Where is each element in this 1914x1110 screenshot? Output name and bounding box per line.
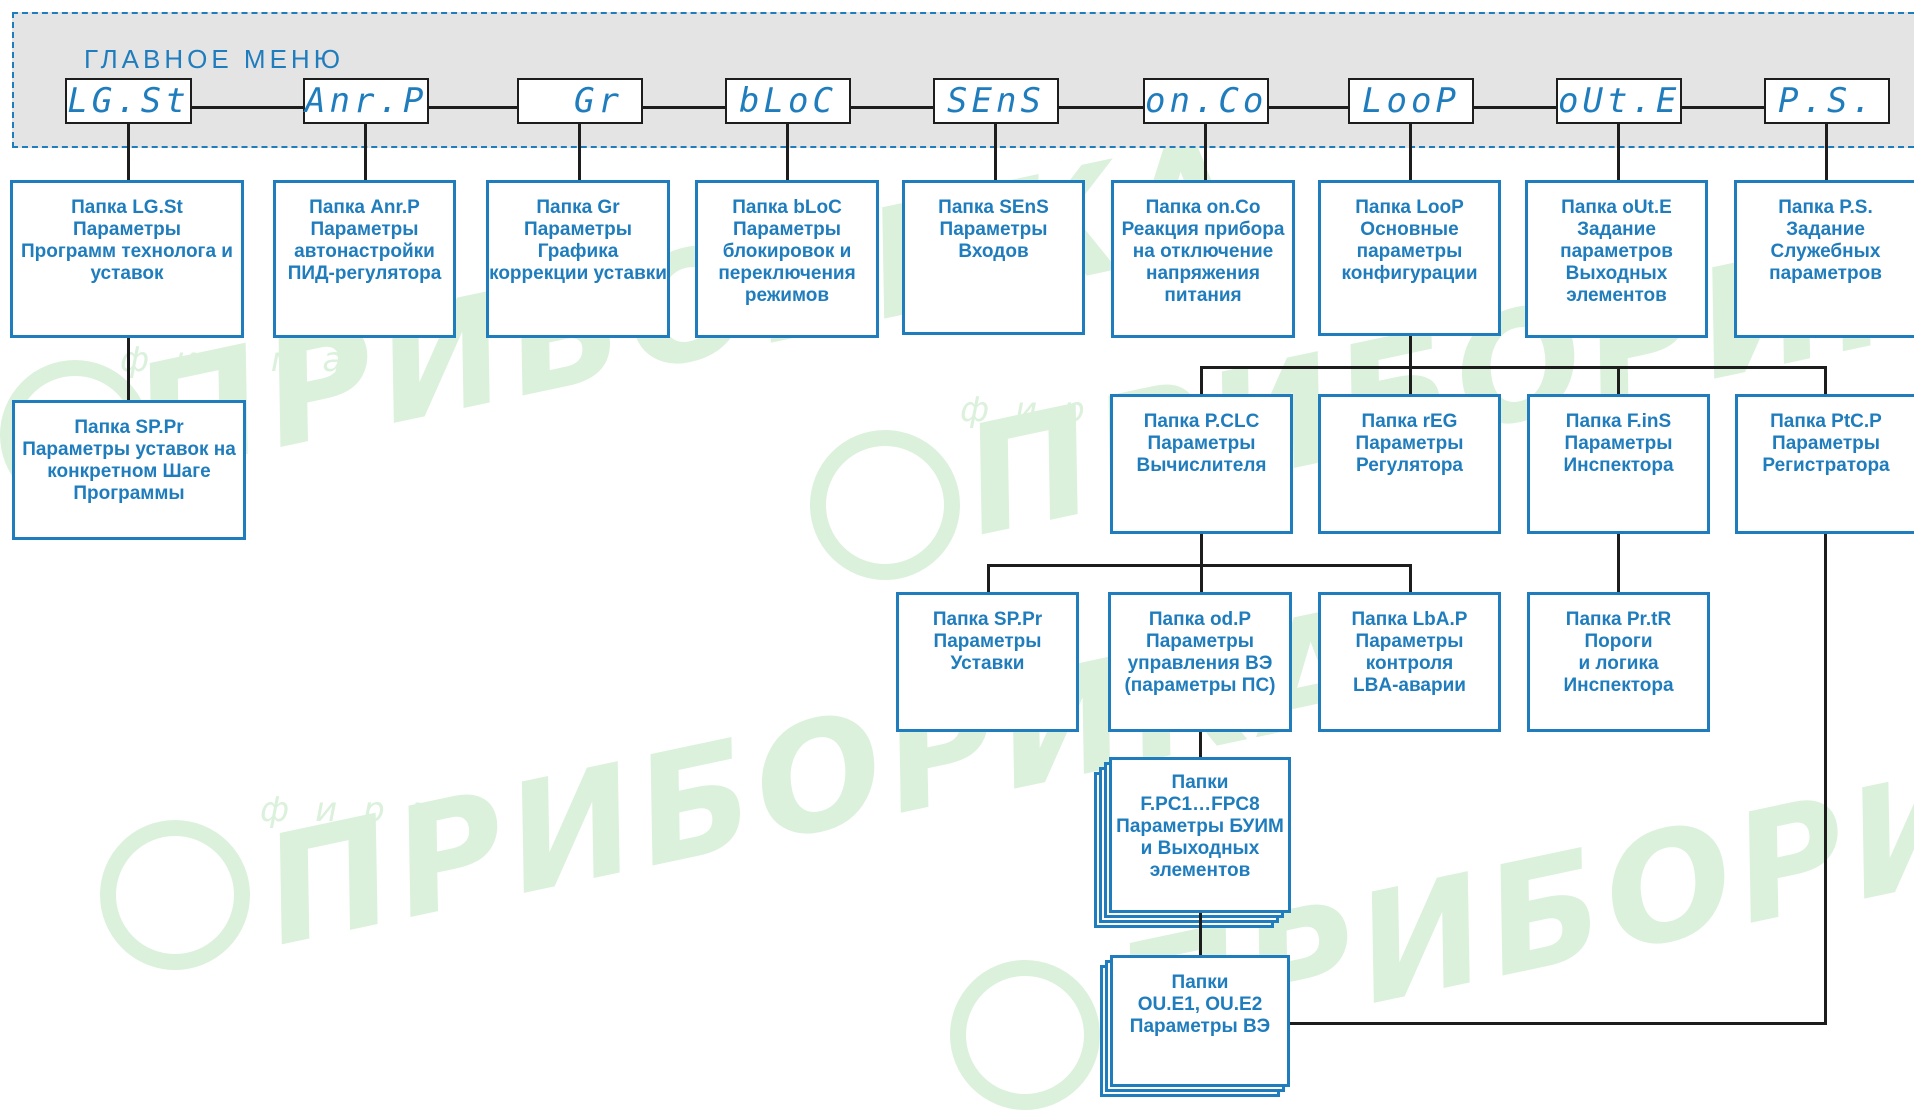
connector [994,124,997,180]
menu-code-gr[interactable]: Gr [517,78,643,124]
menu-code-bloc[interactable]: bLoC [725,78,851,124]
connector [127,124,130,180]
connector [1199,732,1202,758]
connector [578,124,581,180]
connector [1409,564,1412,592]
menu-code-oute[interactable]: oUt.E [1556,78,1682,124]
connector [1200,366,1203,394]
menu-code-loop[interactable]: LooP [1348,78,1474,124]
connector [1200,564,1203,592]
connector [1200,534,1203,566]
main-menu-title: ГЛАВНОЕ МЕНЮ [84,44,344,74]
menu-code-sens[interactable]: SEnS [933,78,1059,124]
connector [1409,124,1412,180]
connector [1824,366,1827,394]
menu-code-anrp[interactable]: Anr.P [303,78,429,124]
connector [1409,366,1412,394]
connector [1617,366,1620,394]
menu-code-ps[interactable]: P.S. [1764,78,1890,124]
connector [987,564,990,592]
watermark-logo-icon [950,960,1100,1110]
watermark-logo-icon [810,430,960,580]
connector [1204,124,1207,180]
connector [786,124,789,180]
menu-code-onco[interactable]: on.Co [1143,78,1269,124]
connector [127,338,130,400]
connector [1200,366,1827,369]
connector [1290,1022,1827,1025]
connector [1617,124,1620,180]
connector [987,564,1412,567]
menu-code-lgst[interactable]: LG.St [65,78,192,124]
connector [1409,336,1412,368]
connector [1199,913,1202,955]
connector [1617,534,1620,592]
connector [1825,124,1828,180]
connector [1824,534,1827,1025]
watermark-logo-icon [100,820,250,970]
connector [364,124,367,180]
